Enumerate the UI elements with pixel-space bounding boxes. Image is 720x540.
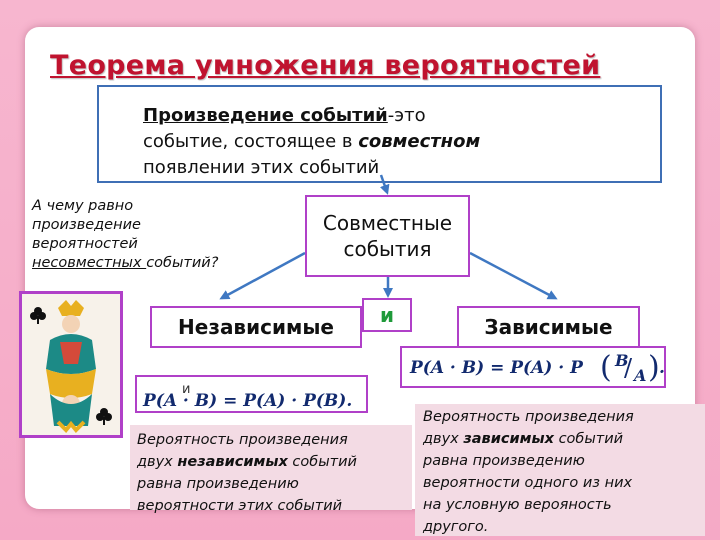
paren-right: ) (648, 350, 660, 385)
dependent-box: Зависимые (457, 306, 640, 348)
club-suit-icon (30, 307, 46, 324)
formula-dependent-lhs: P(A · B) = P(A) · P (410, 358, 583, 378)
small-and-label: и (182, 382, 191, 397)
playing-card-image (19, 291, 123, 438)
desc-dep-pre: двух (423, 431, 464, 447)
dependent-description: Вероятность произведения двух зависимых … (415, 404, 705, 536)
definition-keyword: совместном (358, 131, 481, 152)
desc-dep-keyword: зависимых (463, 431, 554, 447)
desc-dep-line4: вероятности одного из них (423, 475, 633, 491)
paren-left: ( (600, 350, 612, 385)
formula-independent: P(A · B) = P(A) · P(B). (135, 375, 368, 413)
definition-line2: событие, состоящее в (143, 131, 359, 152)
desc-dep-post: событий (553, 431, 624, 447)
formula-numerator: B (615, 351, 629, 370)
definition-line3: появлении этих событий (143, 157, 380, 178)
definition-term: Произведение событий (143, 105, 388, 126)
formula-denominator: A (634, 366, 647, 385)
desc-indep-line1: Вероятность произведения (137, 432, 348, 448)
formula-end: . (659, 358, 665, 378)
desc-dep-line6: другого. (423, 519, 489, 535)
definition-text: Произведение событий-это событие, состоя… (143, 103, 653, 181)
desc-dep-line3: равна произведению (423, 453, 585, 469)
queen-of-clubs-icon (22, 294, 120, 435)
arrow-def-to-joint (379, 174, 390, 195)
question-line3: вероятностей (32, 236, 138, 252)
desc-indep-keyword: независимых (177, 454, 288, 470)
question-underlined: несовместных (32, 255, 147, 271)
definition-box (97, 85, 662, 183)
desc-dep-line1: Вероятность произведения (423, 409, 634, 425)
desc-indep-line3: равна произведению (137, 476, 299, 492)
and-box: и (362, 298, 412, 332)
definition-after-term: -это (387, 105, 426, 126)
formula-independent-text: P(A · B) = P(A) · P(B). (143, 391, 353, 411)
page-title: Теорема умножения вероятностей (50, 50, 601, 81)
fraction-slash: / (624, 354, 633, 382)
independent-description: Вероятность произведения двух независимы… (130, 425, 412, 514)
desc-indep-post: событий (287, 454, 357, 470)
question-line2: произведение (32, 217, 141, 233)
desc-indep-pre: двух (137, 454, 178, 470)
arrow-to-dependent (469, 251, 558, 300)
independent-box: Независимые (150, 306, 362, 348)
arrow-to-independent (219, 251, 306, 300)
desc-indep-line4: вероятности этих событий (137, 498, 343, 514)
question-text: А чему равно произведение вероятностей н… (32, 197, 272, 273)
formula-dependent: P(A · B) = P(A) · P ( B / A ) . (400, 346, 666, 388)
question-line1: А чему равно (32, 198, 134, 214)
question-line4: событий? (146, 255, 219, 271)
desc-dep-line5: на условную верояность (423, 497, 612, 513)
joint-line2: события (343, 237, 432, 261)
joint-line1: Совместные (322, 211, 453, 235)
